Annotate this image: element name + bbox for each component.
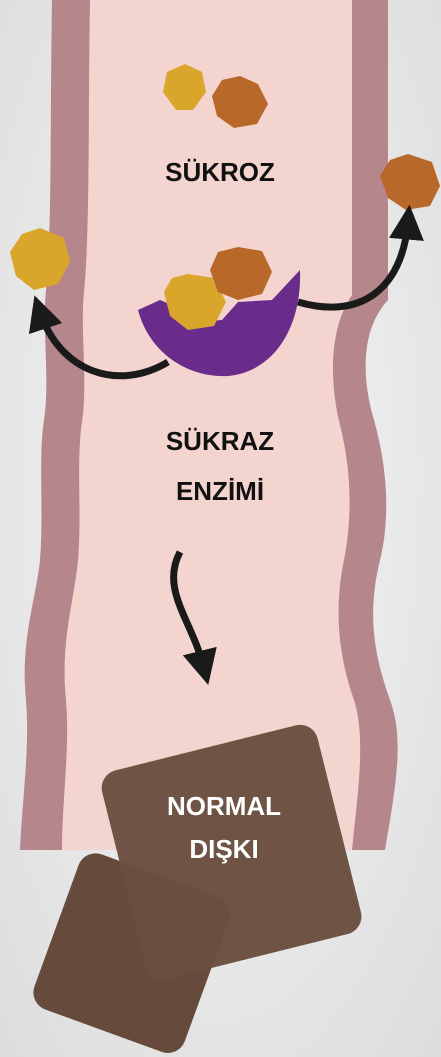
- enzyme-label-line2: ENZİMİ: [176, 476, 264, 506]
- bound-fructose-hexagon: [210, 247, 272, 300]
- stool-label-line1: NORMAL: [167, 791, 281, 821]
- intestine-lumen: [62, 0, 360, 850]
- stool-label-line2: DIŞKI: [189, 834, 258, 864]
- enzyme-label-line1: SÜKRAZ: [166, 426, 274, 456]
- sucrose-label: SÜKROZ: [165, 157, 275, 187]
